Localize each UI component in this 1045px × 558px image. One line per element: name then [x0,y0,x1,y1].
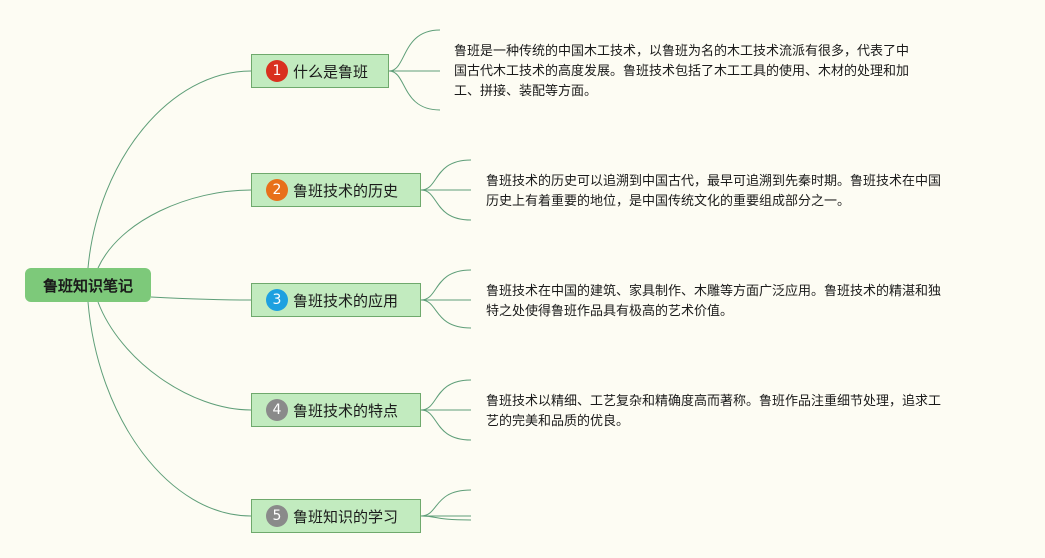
description-line: 特之处使得鲁班作品具有极高的艺术价值。 [486,304,734,319]
description-line: 鲁班是一种传统的中国木工技术，以鲁班为名的木工技术流派有很多，代表了中 [454,44,910,59]
root-label: 鲁班知识笔记 [42,276,133,295]
description-line: 国古代木工技术的高度发展。鲁班技术包括了木工工具的使用、木材的处理和加 [454,64,910,79]
detail-link-bottom [388,70,441,111]
topic-node-3[interactable]: 3 鲁班技术的应用 [251,283,421,317]
root-link-4 [97,301,252,411]
topic-node-5[interactable]: 5 鲁班知识的学习 [251,499,421,533]
detail-link-bottom [420,409,472,441]
number-badge-icon: 5 [266,505,288,527]
description-line: 鲁班技术的历史可以追溯到中国古代，最早可追溯到先秦时期。鲁班技术在中国 [486,174,942,189]
detail-link-top [420,269,472,301]
detail-link-bottom [420,515,472,521]
topic-label: 鲁班技术的应用 [293,291,399,310]
detail-link-top [420,489,472,517]
number-badge-icon: 4 [266,399,288,421]
topic-label: 鲁班技术的特点 [293,401,399,420]
description-line: 艺的完美和品质的优良。 [486,414,630,429]
description-line: 鲁班技术在中国的建筑、家具制作、木雕等方面广泛应用。鲁班技术的精湛和独 [486,284,942,299]
description-line: 历史上有着重要的地位，是中国传统文化的重要组成部分之一。 [486,194,851,209]
root-node[interactable]: 鲁班知识笔记 [25,268,151,302]
topic-node-2[interactable]: 2 鲁班技术的历史 [251,173,421,207]
detail-link-bottom [420,299,472,329]
topic-label: 鲁班知识的学习 [293,507,399,526]
description-line: 工、拼接、装配等方面。 [454,84,598,99]
topic-node-4[interactable]: 4 鲁班技术的特点 [251,393,421,427]
detail-link-bottom [420,189,472,221]
number-badge-icon: 2 [266,179,288,201]
detail-link-top [388,29,441,72]
number-badge-icon: 1 [266,60,288,82]
root-link-5 [87,301,252,517]
detail-link-top [420,379,472,411]
root-link-3 [150,296,252,301]
topic-4-description: 鲁班技术以精细、工艺复杂和精确度高而著称。鲁班作品注重细节处理，追求工 艺的完美… [486,392,941,432]
detail-link-top [420,159,472,191]
root-link-1 [87,70,252,269]
topic-node-1[interactable]: 1 什么是鲁班 [251,54,389,88]
topic-label: 什么是鲁班 [293,62,369,81]
topic-2-description: 鲁班技术的历史可以追溯到中国古代，最早可追溯到先秦时期。鲁班技术在中国 历史上有… [486,172,941,212]
root-link-2 [97,189,252,269]
description-line: 鲁班技术以精细、工艺复杂和精确度高而著称。鲁班作品注重细节处理，追求工 [486,394,942,409]
number-badge-icon: 3 [266,289,288,311]
topic-label: 鲁班技术的历史 [293,181,399,200]
topic-1-description: 鲁班是一种传统的中国木工技术，以鲁班为名的木工技术流派有很多，代表了中 国古代木… [454,42,909,102]
topic-3-description: 鲁班技术在中国的建筑、家具制作、木雕等方面广泛应用。鲁班技术的精湛和独 特之处使… [486,282,941,322]
